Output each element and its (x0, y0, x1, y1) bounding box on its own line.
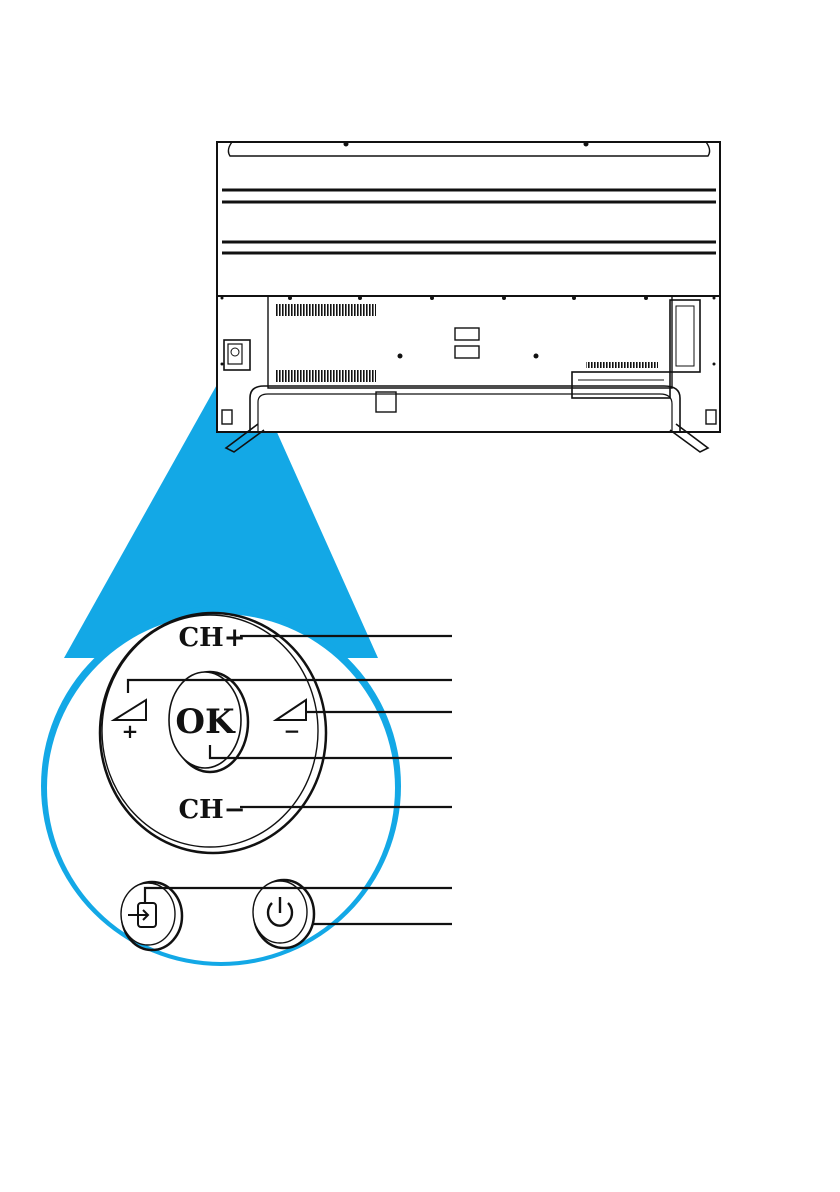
volume-down-sign: − (284, 719, 301, 743)
volume-up-sign: + (122, 719, 139, 743)
tv-rear (217, 142, 720, 452)
magnifier-inner (47, 614, 395, 962)
ok-label[interactable]: OK (175, 702, 236, 742)
ch-down-label[interactable]: CH− (178, 795, 245, 825)
tv-upper-panel (217, 142, 720, 296)
ch-up-label[interactable]: CH+ (178, 623, 245, 653)
source-button[interactable] (121, 882, 182, 950)
magnifier-highlight (41, 372, 401, 966)
power-button[interactable] (253, 880, 314, 948)
